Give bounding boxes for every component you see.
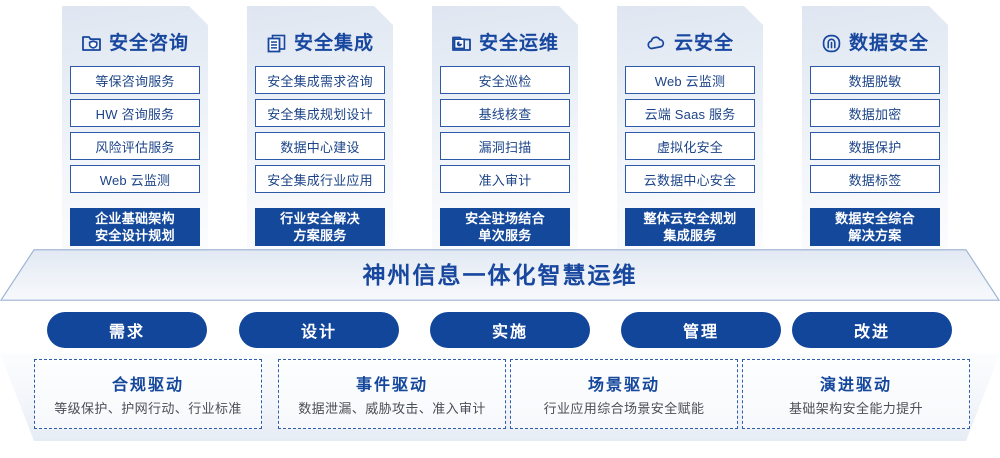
pillar-card-security-integration[interactable]: 安全集成 安全集成需求咨询 安全集成规划设计 数据中心建设 安全集成行业应用 行… [247, 6, 393, 251]
pillar-item-list: 等保咨询服务 HW 咨询服务 风险评估服务 Web 云监测 [70, 66, 200, 198]
pillar-footer-line2: 解决方案 [848, 228, 902, 243]
pillar-item[interactable]: Web 云监测 [625, 66, 755, 94]
pillar-card-security-consulting[interactable]: 安全咨询 等保咨询服务 HW 咨询服务 风险评估服务 Web 云监测 企业基础架… [62, 6, 208, 251]
driver-box-compliance[interactable]: 合规驱动 等级保护、护网行动、行业标准 [34, 359, 262, 429]
driver-description: 数据泄漏、威胁攻击、准入审计 [298, 401, 486, 416]
pillar-item[interactable]: 数据保护 [810, 132, 940, 160]
pillar-footer-line2: 安全设计规划 [95, 228, 175, 243]
stage-pill-demand[interactable]: 需求 [47, 312, 207, 348]
pillar-item-list: Web 云监测 云端 Saas 服务 虚拟化安全 云数据中心安全 [625, 66, 755, 198]
pillar-header: 安全运维 [432, 28, 578, 58]
pillar-footer[interactable]: 整体云安全规划 集成服务 [625, 208, 755, 246]
stage-pill-implementation[interactable]: 实施 [430, 312, 590, 348]
lifecycle-stages-row: 需求 设计 实施 管理 改进 [0, 312, 1000, 348]
driver-box-scenario[interactable]: 场景驱动 行业应用综合场景安全赋能 [510, 359, 738, 429]
pillar-item[interactable]: 准入审计 [440, 165, 570, 193]
pillar-item[interactable]: 虚拟化安全 [625, 132, 755, 160]
pillar-card-data-security[interactable]: 数据安全 数据脱敏 数据加密 数据保护 数据标签 数据安全综合 解决方案 [802, 6, 948, 251]
fingerprint-icon [821, 33, 842, 54]
pillar-cards-row: 安全咨询 等保咨询服务 HW 咨询服务 风险评估服务 Web 云监测 企业基础架… [0, 0, 1000, 255]
driver-description: 行业应用综合场景安全赋能 [543, 401, 705, 416]
folder-shield-icon [81, 33, 102, 54]
driver-title: 事件驱动 [355, 377, 428, 394]
pillar-title: 云安全 [673, 32, 734, 54]
pillar-item[interactable]: 安全集成行业应用 [255, 165, 385, 193]
platform-banner: 神州信息一体化智慧运维 [0, 249, 1000, 301]
pillar-item[interactable]: HW 咨询服务 [70, 99, 200, 127]
pillar-header: 安全咨询 [62, 28, 208, 58]
pillar-item[interactable]: 安全集成需求咨询 [255, 66, 385, 94]
pillar-item[interactable]: 云数据中心安全 [625, 165, 755, 193]
pillar-title: 安全集成 [293, 32, 374, 54]
pillar-footer-line1: 企业基础架构 [95, 211, 175, 226]
pillar-card-cloud-security[interactable]: 云安全 Web 云监测 云端 Saas 服务 虚拟化安全 云数据中心安全 整体云… [617, 6, 763, 251]
driver-description: 等级保护、护网行动、行业标准 [54, 401, 242, 416]
pillar-item[interactable]: 数据加密 [810, 99, 940, 127]
pillar-item[interactable]: 漏洞扫描 [440, 132, 570, 160]
pillar-title: 数据安全 [848, 32, 929, 54]
pillar-item-list: 安全巡检 基线核查 漏洞扫描 准入审计 [440, 66, 570, 198]
pillar-footer-line2: 单次服务 [478, 228, 532, 243]
pillar-title: 安全运维 [478, 32, 559, 54]
driver-title: 合规驱动 [111, 377, 184, 394]
pillar-item[interactable]: 安全集成规划设计 [255, 99, 385, 127]
pillar-item[interactable]: 云端 Saas 服务 [625, 99, 755, 127]
drivers-row: 合规驱动 等级保护、护网行动、行业标准 事件驱动 数据泄漏、威胁攻击、准入审计 … [0, 353, 1000, 441]
documents-copy-icon [266, 33, 287, 54]
pillar-footer-line2: 方案服务 [293, 228, 347, 243]
pillar-header: 云安全 [617, 28, 763, 58]
pillar-footer-line1: 安全驻场结合 [465, 211, 545, 226]
stage-pill-design[interactable]: 设计 [239, 312, 399, 348]
pillar-footer-line2: 集成服务 [663, 228, 717, 243]
folder-chart-icon [451, 33, 472, 54]
pillar-title: 安全咨询 [108, 32, 189, 54]
pillar-footer-line1: 数据安全综合 [835, 211, 915, 226]
pillar-item-list: 数据脱敏 数据加密 数据保护 数据标签 [810, 66, 940, 198]
pillar-item[interactable]: 安全巡检 [440, 66, 570, 94]
driver-title: 场景驱动 [587, 377, 660, 394]
pillar-item-list: 安全集成需求咨询 安全集成规划设计 数据中心建设 安全集成行业应用 [255, 66, 385, 198]
pillar-item[interactable]: 等保咨询服务 [70, 66, 200, 94]
pillar-item[interactable]: 数据中心建设 [255, 132, 385, 160]
cloud-icon [646, 33, 667, 54]
pillar-footer[interactable]: 行业安全解决 方案服务 [255, 208, 385, 246]
pillar-card-security-operations[interactable]: 安全运维 安全巡检 基线核查 漏洞扫描 准入审计 安全驻场结合 单次服务 [432, 6, 578, 251]
pillar-item[interactable]: 数据标签 [810, 165, 940, 193]
pillar-header: 数据安全 [802, 28, 948, 58]
stage-pill-improvement[interactable]: 改进 [792, 312, 952, 348]
pillar-item[interactable]: 基线核查 [440, 99, 570, 127]
pillar-footer[interactable]: 企业基础架构 安全设计规划 [70, 208, 200, 246]
pillar-footer-line1: 整体云安全规划 [643, 211, 737, 226]
driver-box-incident[interactable]: 事件驱动 数据泄漏、威胁攻击、准入审计 [278, 359, 506, 429]
driver-title: 演进驱动 [819, 377, 892, 394]
pillar-item[interactable]: Web 云监测 [70, 165, 200, 193]
pillar-header: 安全集成 [247, 28, 393, 58]
platform-banner-text: 神州信息一体化智慧运维 [362, 262, 638, 288]
pillar-item[interactable]: 数据脱敏 [810, 66, 940, 94]
stage-pill-management[interactable]: 管理 [621, 312, 781, 348]
driver-description: 基础架构安全能力提升 [788, 401, 923, 416]
pillar-footer[interactable]: 数据安全综合 解决方案 [810, 208, 940, 246]
pillar-footer[interactable]: 安全驻场结合 单次服务 [440, 208, 570, 246]
pillar-item[interactable]: 风险评估服务 [70, 132, 200, 160]
pillar-footer-line1: 行业安全解决 [280, 211, 360, 226]
driver-box-evolution[interactable]: 演进驱动 基础架构安全能力提升 [742, 359, 970, 429]
